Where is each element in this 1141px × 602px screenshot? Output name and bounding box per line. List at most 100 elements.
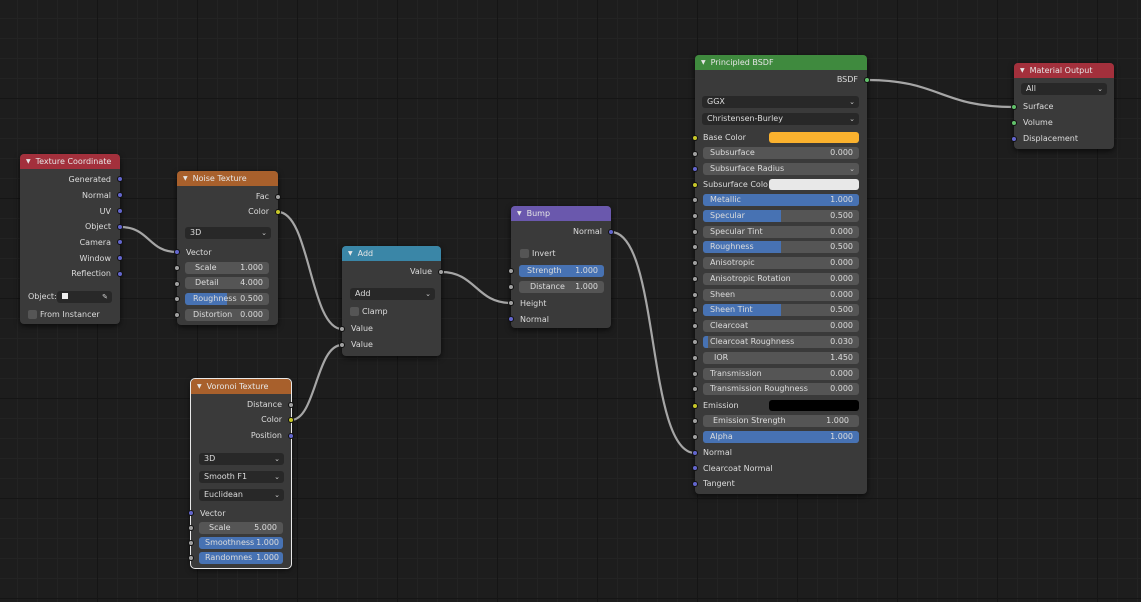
from-instancer-checkbox[interactable] <box>28 310 37 319</box>
socket-strength[interactable] <box>508 268 514 274</box>
socket-anisotropic[interactable] <box>692 260 698 266</box>
socket-subsurface[interactable] <box>692 151 698 157</box>
link-noise-color-to-add[interactable] <box>276 210 344 331</box>
socket-surface[interactable] <box>1011 104 1017 110</box>
socket-uv[interactable] <box>117 208 123 214</box>
node-header[interactable]: ▼Add <box>342 246 441 261</box>
link-object-to-vector[interactable] <box>118 225 179 254</box>
clamp-checkbox[interactable] <box>350 307 359 316</box>
socket-detail[interactable] <box>174 281 180 287</box>
socket-bsdf-out[interactable] <box>864 77 870 83</box>
socket-distance[interactable] <box>288 402 294 408</box>
socket-camera[interactable] <box>117 239 123 245</box>
socket-position[interactable] <box>288 433 294 439</box>
socket-subsurface-color[interactable] <box>692 182 698 188</box>
socket-randomness[interactable] <box>188 555 194 561</box>
socket-distortion[interactable] <box>174 312 180 318</box>
socket-normal-out[interactable] <box>608 229 614 235</box>
socket-clearcoat-roughness[interactable] <box>692 339 698 345</box>
feature-dropdown[interactable]: Smooth F1⌄ <box>199 471 284 483</box>
noise-texture-node[interactable]: ▼Noise Texture Fac Color 3D⌄ Vector Scal… <box>174 171 281 325</box>
node-header[interactable]: ▼Noise Texture <box>177 171 278 186</box>
node-header[interactable]: ▼Texture Coordinate <box>20 154 120 169</box>
socket-specular[interactable] <box>692 213 698 219</box>
subsurface-method-dropdown[interactable]: Christensen-Burley⌄ <box>702 113 859 125</box>
socket-transmission-roughness[interactable] <box>692 386 698 392</box>
base-color-swatch[interactable] <box>769 132 859 143</box>
collapse-triangle-icon[interactable]: ▼ <box>348 250 353 257</box>
principled-bsdf-node[interactable]: ▼Principled BSDF BSDF GGX⌄ Christensen-B… <box>692 55 870 494</box>
node-header[interactable]: ▼Principled BSDF <box>695 55 867 70</box>
socket-scale[interactable] <box>188 525 194 531</box>
collapse-triangle-icon[interactable]: ▼ <box>183 175 188 182</box>
collapse-triangle-icon[interactable]: ▼ <box>26 158 31 165</box>
socket-clearcoat[interactable] <box>692 323 698 329</box>
socket-alpha[interactable] <box>692 434 698 440</box>
socket-normal-in[interactable] <box>508 316 514 322</box>
socket-sheen-tint[interactable] <box>692 307 698 313</box>
subsurface-color-swatch[interactable] <box>769 179 859 190</box>
socket-roughness[interactable] <box>174 296 180 302</box>
socket-height[interactable] <box>508 300 514 306</box>
socket-window[interactable] <box>117 255 123 261</box>
socket-vector[interactable] <box>188 510 194 516</box>
socket-vector[interactable] <box>174 249 180 255</box>
subsurface-radius-dropdown[interactable]: Subsurface Radius⌄ <box>703 163 859 175</box>
link-add-to-height[interactable] <box>439 270 513 305</box>
collapse-triangle-icon[interactable]: ▼ <box>517 210 522 217</box>
socket-volume[interactable] <box>1011 120 1017 126</box>
link-voronoi-color-to-add[interactable] <box>289 343 344 422</box>
collapse-triangle-icon[interactable]: ▼ <box>701 59 706 66</box>
socket-reflection[interactable] <box>117 271 123 277</box>
socket-color[interactable] <box>288 417 294 423</box>
socket-fac[interactable] <box>275 194 281 200</box>
socket-metallic[interactable] <box>692 197 698 203</box>
object-field[interactable]: ✎ <box>57 291 112 303</box>
socket-sheen[interactable] <box>692 292 698 298</box>
socket-scale[interactable] <box>174 265 180 271</box>
eyedropper-icon[interactable]: ✎ <box>102 293 108 301</box>
node-header[interactable]: ▼Voronoi Texture <box>191 379 291 394</box>
link-bump-normal-to-normal[interactable] <box>609 230 697 455</box>
collapse-triangle-icon[interactable]: ▼ <box>1020 67 1025 74</box>
socket-normal[interactable] <box>117 192 123 198</box>
socket-subsurface-radius[interactable] <box>692 166 698 172</box>
operation-dropdown[interactable]: Add⌄ <box>350 288 435 300</box>
socket-value-in-1[interactable] <box>339 326 345 332</box>
distribution-dropdown[interactable]: GGX⌄ <box>702 96 859 108</box>
socket-clearcoat-normal[interactable] <box>692 465 698 471</box>
socket-specular-tint[interactable] <box>692 229 698 235</box>
socket-displacement[interactable] <box>1011 136 1017 142</box>
metric-dropdown[interactable]: Euclidean⌄ <box>199 489 284 501</box>
dimensions-dropdown[interactable]: 3D⌄ <box>199 453 284 465</box>
socket-color[interactable] <box>275 209 281 215</box>
link-bsdf-to-surface[interactable] <box>865 78 1016 109</box>
socket-transmission[interactable] <box>692 371 698 377</box>
socket-anisotropic-rotation[interactable] <box>692 276 698 282</box>
socket-generated[interactable] <box>117 176 123 182</box>
socket-distance[interactable] <box>508 284 514 290</box>
math-add-node[interactable]: ▼Add Value Add⌄ Clamp Value Value <box>339 246 444 356</box>
